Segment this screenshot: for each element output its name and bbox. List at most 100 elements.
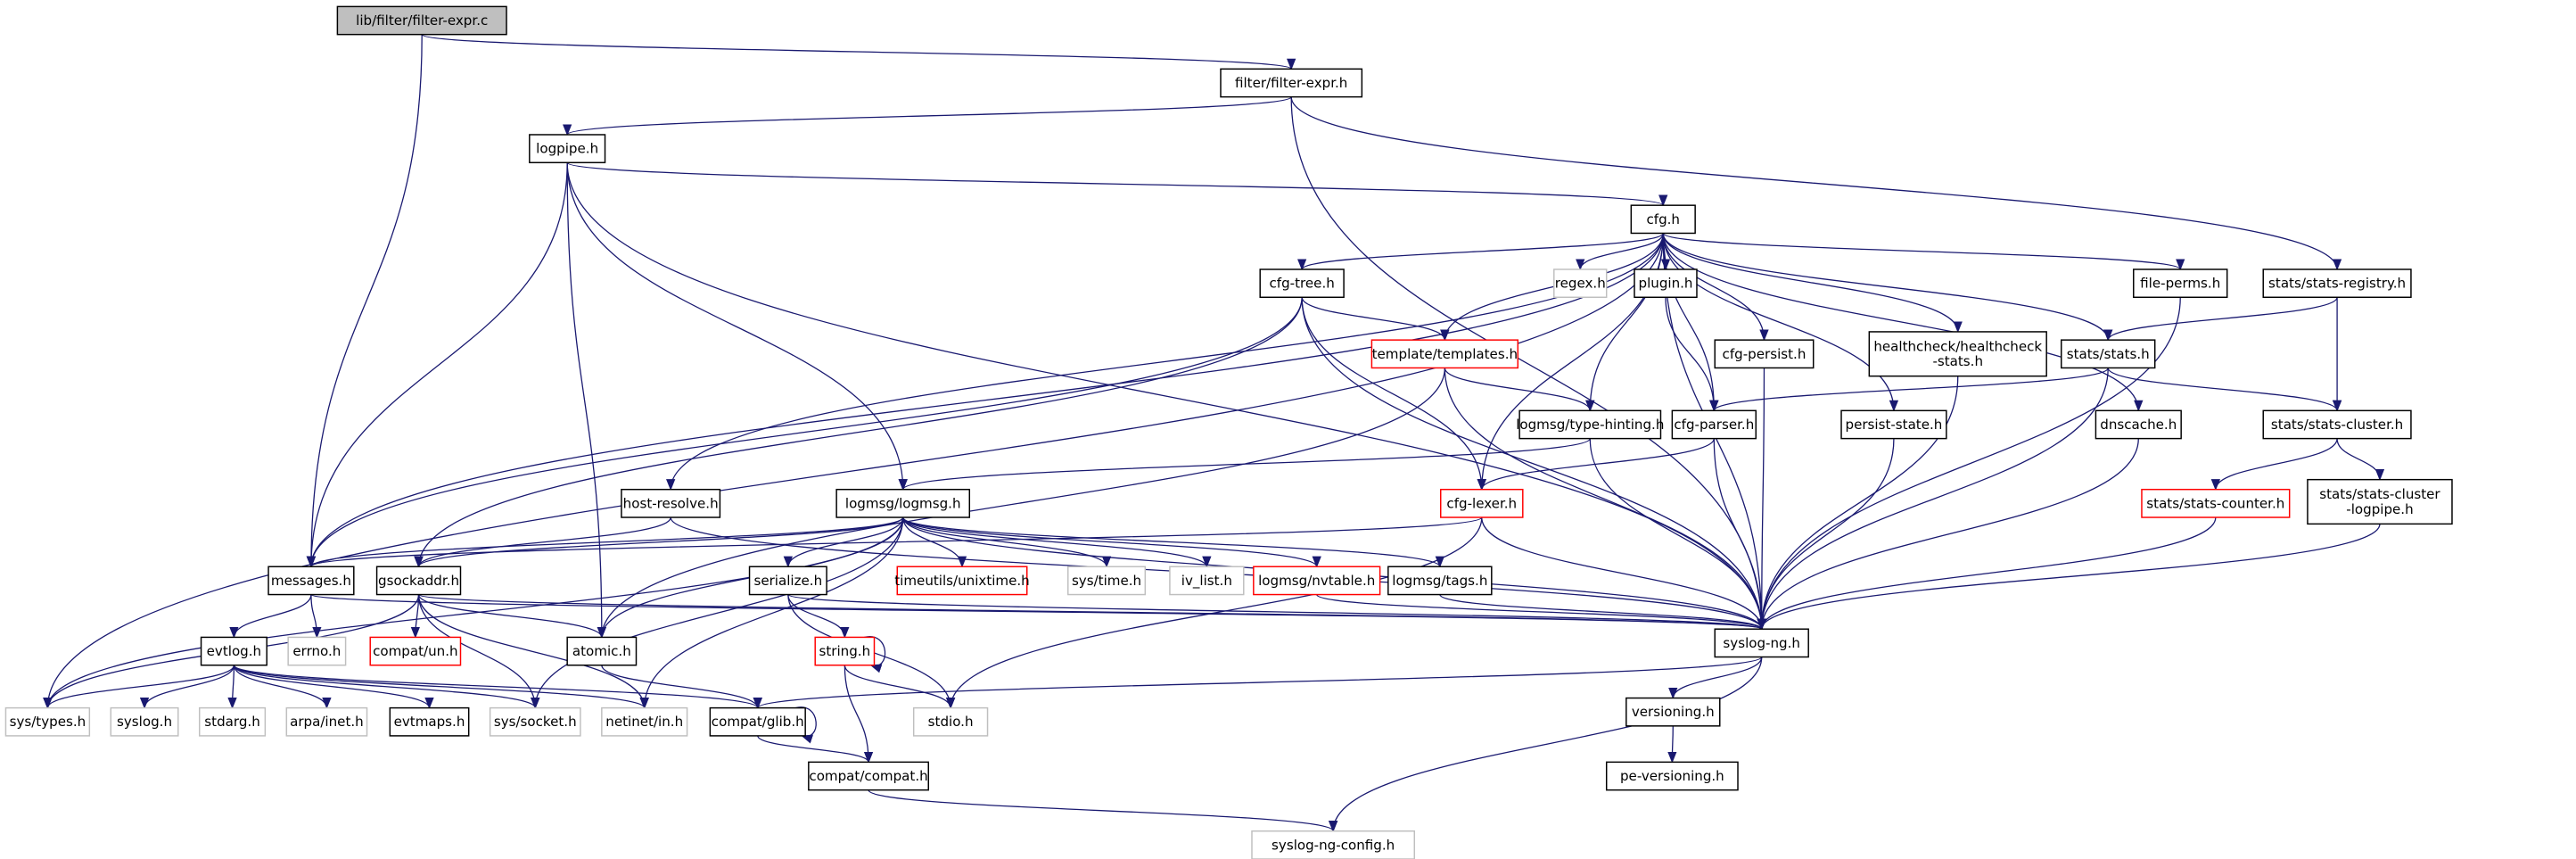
node-label: string.h	[819, 643, 871, 659]
node-arpainet[interactable]: arpa/inet.h	[285, 706, 368, 737]
node-statsclusterlp[interactable]: stats/stats-cluster-logpipe.h	[2307, 478, 2453, 525]
node-ivlist[interactable]: iv_list.h	[1169, 566, 1245, 596]
edge-plugin-to-cfgparser	[1665, 297, 1719, 412]
node-label: logpipe.h	[536, 141, 598, 157]
node-label: sys/socket.h	[494, 714, 577, 730]
node-statscluster[interactable]: stats/stats-cluster.h	[2262, 409, 2412, 440]
edge-serialize-to-syslogng	[787, 593, 1766, 631]
node-syssocket[interactable]: sys/socket.h	[489, 706, 581, 737]
edge-filterexprh-to-logpipe	[563, 96, 1292, 136]
node-serialize[interactable]: serialize.h	[748, 566, 827, 596]
node-regex[interactable]: regex.h	[1553, 268, 1608, 299]
node-box	[2133, 268, 2228, 299]
edge-cfg-to-cfgtree	[1297, 232, 1664, 271]
edge-cfg-to-fileperms	[1662, 232, 2185, 271]
node-messages[interactable]: messages.h	[267, 566, 355, 596]
node-compatun[interactable]: compat/un.h	[369, 636, 462, 666]
node-systypes[interactable]: sys/types.h	[4, 706, 91, 737]
node-templates[interactable]: template/templates.h	[1370, 339, 1519, 369]
node-label: cfg-tree.h	[1270, 276, 1335, 292]
node-cfgparser[interactable]: cfg-parser.h	[1671, 409, 1757, 440]
node-string[interactable]: string.h	[814, 636, 876, 666]
node-label: stats/stats-counter.h	[2146, 495, 2284, 511]
node-unixtime[interactable]: timeutils/unixtime.h	[894, 566, 1030, 596]
node-fileperms[interactable]: file-perms.h	[2133, 268, 2228, 299]
node-statsreg[interactable]: stats/stats-registry.h	[2262, 268, 2412, 299]
node-logmsg[interactable]: logmsg/logmsg.h	[835, 488, 971, 518]
node-box	[748, 566, 827, 596]
edge-messages-to-evtlog	[229, 594, 312, 639]
node-label: healthcheck/healthcheck-stats.h	[1873, 339, 2042, 370]
edge-nvtable-to-syslogng	[1316, 593, 1766, 631]
node-label: lib/filter/filter-expr.c	[356, 12, 488, 29]
node-label: compat/glib.h	[712, 714, 804, 730]
edge-evtlog-to-netinet	[233, 665, 649, 709]
node-box	[1553, 268, 1608, 299]
node-syslogng[interactable]: syslog-ng.h	[1714, 628, 1809, 658]
edge-cfgtree-to-templates	[1301, 297, 1450, 342]
node-box	[110, 706, 179, 737]
edge-stats-to-cfgparser	[1709, 367, 2109, 412]
node-gsockaddr[interactable]: gsockaddr.h	[375, 566, 462, 596]
node-box	[2307, 478, 2453, 525]
node-filterexprh[interactable]: filter/filter-expr.h	[1220, 68, 1363, 98]
node-label: filter/filter-expr.h	[1235, 75, 1347, 91]
node-box	[808, 761, 929, 791]
edge-hostresolve-to-gsockaddr	[414, 516, 671, 568]
node-box	[896, 566, 1028, 596]
node-box	[709, 706, 806, 737]
node-root[interactable]: lib/filter/filter-expr.c	[336, 5, 507, 36]
node-cfgpersist[interactable]: cfg-persist.h	[1714, 339, 1815, 369]
node-box	[1370, 339, 1519, 369]
node-healthcheck[interactable]: healthcheck/healthcheck-stats.h	[1868, 331, 2047, 377]
node-systime[interactable]: sys/time.h	[1067, 566, 1147, 596]
node-hostresolve[interactable]: host-resolve.h	[621, 488, 721, 518]
edge-gsockaddr-to-netinet	[417, 594, 649, 709]
node-evtlog[interactable]: evtlog.h	[200, 636, 267, 666]
node-compatcompat[interactable]: compat/compat.h	[808, 761, 929, 791]
node-evtmaps[interactable]: evtmaps.h	[389, 706, 470, 737]
node-nvtable[interactable]: logmsg/nvtable.h	[1253, 566, 1381, 596]
node-cfgtree[interactable]: cfg-tree.h	[1259, 268, 1345, 299]
edge-syslogng-to-versioning	[1668, 657, 1763, 699]
node-config[interactable]: syslog-ng-config.h	[1251, 830, 1416, 859]
node-label: syslog-ng-config.h	[1272, 837, 1395, 853]
node-stdio[interactable]: stdio.h	[912, 706, 989, 737]
node-cfg[interactable]: cfg.h	[1630, 204, 1696, 235]
node-cfglexer[interactable]: cfg-lexer.h	[1440, 488, 1524, 518]
node-box	[912, 706, 989, 737]
node-stdarg[interactable]: stdarg.h	[198, 706, 267, 737]
node-tags[interactable]: logmsg/tags.h	[1387, 566, 1493, 596]
node-label: persist-state.h	[1846, 417, 1943, 433]
node-atomic[interactable]: atomic.h	[566, 636, 638, 666]
edge-evtlog-to-systypes	[43, 665, 235, 709]
node-box	[489, 706, 581, 737]
node-netinet[interactable]: netinet/in.h	[601, 706, 688, 737]
node-errno[interactable]: errno.h	[287, 636, 347, 666]
node-compatglib[interactable]: compat/glib.h	[709, 706, 806, 737]
node-persiststate[interactable]: persist-state.h	[1840, 409, 1947, 440]
node-logpipe[interactable]: logpipe.h	[529, 134, 606, 164]
node-label: compat/compat.h	[809, 768, 927, 784]
edge-logmsg-to-systime	[902, 516, 1112, 568]
edge-logmsg-to-systypes	[43, 517, 904, 709]
edge-cfg-to-messages	[306, 233, 1664, 568]
node-box	[1251, 830, 1416, 859]
edge-evtlog-to-syssocket	[233, 665, 540, 709]
node-peversioning[interactable]: pe-versioning.h	[1605, 761, 1739, 791]
node-typehint[interactable]: logmsg/type-hinting.h	[1516, 409, 1664, 440]
node-box	[1220, 68, 1363, 98]
node-plugin[interactable]: plugin.h	[1634, 268, 1698, 299]
node-versioning[interactable]: versioning.h	[1625, 697, 1721, 727]
node-dnscache[interactable]: dnscache.h	[2095, 409, 2182, 440]
edge-versioning-to-peversioning	[1667, 725, 1677, 764]
edge-cfg-to-cfgparser	[1662, 233, 1719, 412]
edges-layer	[43, 34, 2385, 832]
node-syslog[interactable]: syslog.h	[110, 706, 179, 737]
node-stats[interactable]: stats/stats.h	[2061, 339, 2156, 369]
edge-logpipe-to-messages	[306, 162, 568, 568]
edge-string-to-stdio	[844, 665, 956, 709]
edge-evtlog-to-arpainet	[233, 665, 332, 709]
node-statscounter[interactable]: stats/stats-counter.h	[2141, 488, 2291, 518]
node-label: stats/stats-cluster.h	[2271, 417, 2403, 433]
